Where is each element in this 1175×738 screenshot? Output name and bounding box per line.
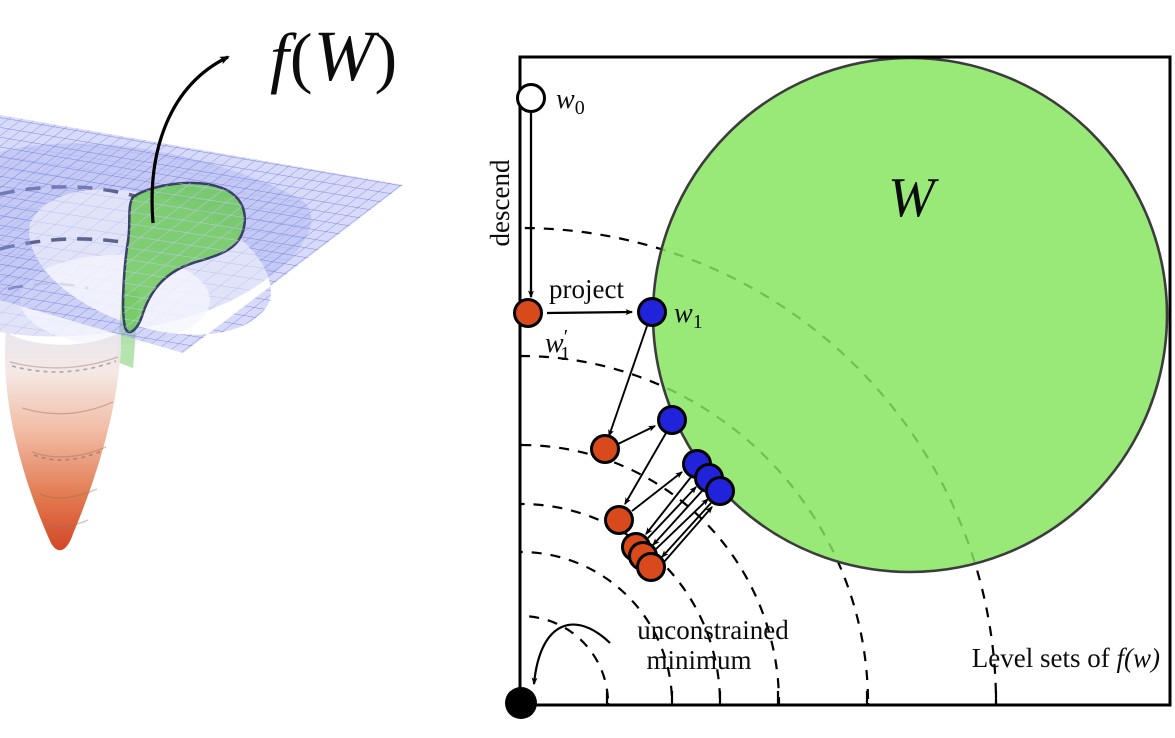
funnel-mesh-rings <box>9 356 119 528</box>
fW-label: f(W) <box>270 16 398 96</box>
project-label: project <box>549 274 624 304</box>
axis-ticks <box>605 691 998 705</box>
level-sets-label: Level sets of f(w) <box>972 643 1160 673</box>
w0-label: w0 <box>556 84 585 119</box>
minimum-callout-arrow <box>531 623 611 686</box>
w1-label: w1 <box>674 298 703 333</box>
iteration-points <box>505 83 735 719</box>
fW-callout-arrow <box>150 55 230 224</box>
point-red-3 <box>604 505 634 535</box>
cutting-plane-mesh <box>0 115 403 353</box>
point-blue-3c <box>705 476 735 506</box>
project-arrow <box>546 309 634 316</box>
point-red-2 <box>590 434 620 464</box>
constraint-set-circle <box>653 58 1167 572</box>
descend-label: descend <box>485 159 515 246</box>
funnel-contour-dashes <box>11 360 117 461</box>
w1-prime-label: w′1 <box>545 326 570 365</box>
loss-surface-plot: f(W) <box>0 16 403 551</box>
point-unconstrained-minimum <box>505 687 537 719</box>
unconstrained-minimum-label-line1: unconstrained <box>637 615 789 645</box>
constraint-set-label: W <box>888 167 939 229</box>
funnel-surface <box>5 332 121 551</box>
iteration-arrows <box>528 113 713 686</box>
point-w0 <box>516 83 546 113</box>
projection-diagram: W <box>485 55 1172 719</box>
unconstrained-minimum-label-line2: minimum <box>646 645 751 675</box>
diagram-frame <box>518 55 1172 707</box>
point-blue-2 <box>657 405 687 435</box>
point-w1-prime <box>513 298 543 328</box>
point-w1 <box>637 297 667 327</box>
point-red-4c <box>636 552 666 582</box>
